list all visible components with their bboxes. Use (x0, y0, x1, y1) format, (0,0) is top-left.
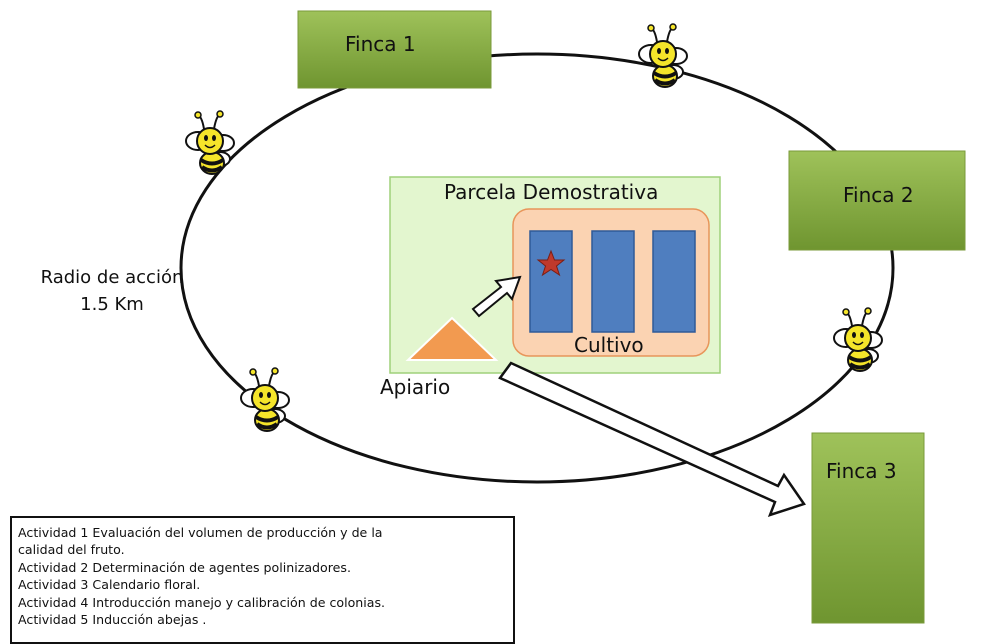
radio-line-2: 1.5 Km (80, 294, 144, 315)
bee-icon (239, 366, 291, 433)
activity-line: Actividad 4 Introducción manejo y calibr… (18, 594, 386, 610)
crop-bed-3 (652, 230, 696, 333)
activity-line: Actividad 5 Inducción abejas . (18, 612, 207, 628)
activities-box: Actividad 1 Evaluación del volumen de pr… (10, 516, 515, 644)
parcela-title: Parcela Demostrativa (444, 180, 659, 204)
activity-line: Actividad 2 Determinación de agentes pol… (18, 559, 351, 575)
star-icon (536, 249, 566, 277)
finca-2-box (788, 150, 966, 251)
finca-3-box (811, 432, 925, 624)
arrow-to-finca-3 (498, 361, 806, 517)
apiario-triangle (405, 316, 499, 361)
finca-2-label: Finca 2 (843, 183, 914, 207)
finca-3-label: Finca 3 (826, 459, 897, 483)
finca-1-label: Finca 1 (345, 32, 416, 56)
apiario-label: Apiario (380, 375, 451, 399)
radio-label: Radio de acción 1.5 Km (32, 264, 192, 318)
activity-line: calidad del fruto. (18, 542, 125, 558)
crop-bed-1 (529, 230, 573, 333)
bee-icon (832, 306, 884, 373)
bee-icon (637, 22, 689, 89)
crop-bed-2 (591, 230, 635, 333)
cultivo-label: Cultivo (574, 333, 644, 357)
arrow-to-cultivo (471, 275, 522, 318)
finca-1-box (297, 10, 492, 89)
activity-line: Actividad 3 Calendario floral. (18, 577, 201, 593)
radio-line-1: Radio de acción (40, 267, 184, 288)
bee-icon (184, 109, 236, 176)
action-radius-ellipse (179, 52, 895, 484)
activity-line: Actividad 1 Evaluación del volumen de pr… (18, 525, 383, 540)
